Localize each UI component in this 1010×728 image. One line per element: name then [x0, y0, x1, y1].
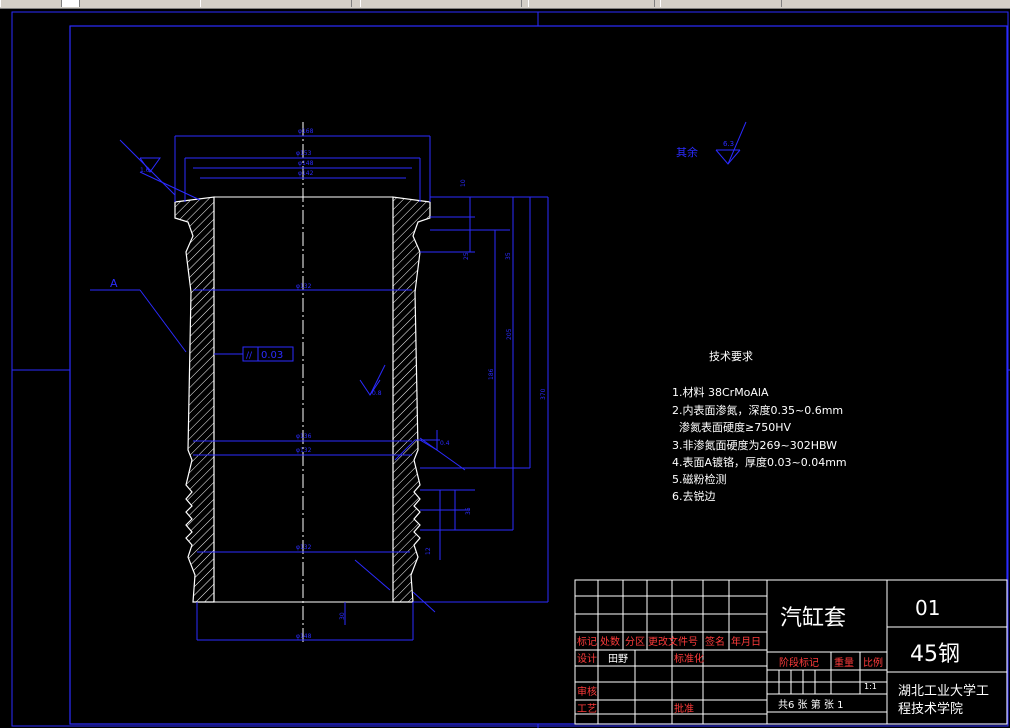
title-block-texts: 标记 处数 分区 更改文件号 签名 年月日 设计 田野 标准化 审核 工艺 批准… — [577, 596, 989, 717]
table-icon[interactable] — [62, 0, 80, 7]
svg-text:φ142: φ142 — [298, 170, 314, 177]
toolbar-tab[interactable] — [0, 0, 62, 7]
tech-req-title: 技术要求 — [709, 350, 753, 363]
outer-frame — [11, 11, 1009, 727]
rev-header-date: 年月日 — [731, 635, 761, 648]
rev-header-zone: 分区 — [625, 636, 645, 648]
svg-text:10: 10 — [460, 179, 467, 187]
svg-text:30: 30 — [339, 612, 346, 620]
tech-req-item: 2.内表面渗氮，深度0.35~0.6mm — [672, 403, 843, 417]
scale-label: 比例 — [863, 656, 883, 669]
svg-text:φ136: φ136 — [296, 433, 312, 440]
stage-label: 阶段标记 — [779, 656, 819, 669]
drawing-number: 01 — [915, 596, 940, 620]
roughness-rest-value: 6.3 — [723, 140, 734, 148]
institution-line1: 湖北工业大学工 — [898, 683, 989, 699]
review-label: 审核 — [577, 685, 597, 698]
svg-text:12: 12 — [425, 547, 432, 555]
roughness-flange-value: 0.4 — [440, 440, 450, 447]
part-name: 汽缸套 — [780, 606, 846, 631]
approve-label: 批准 — [674, 702, 694, 715]
tech-req-item: 3.非渗氮面硬度为269~302HBW — [672, 438, 837, 452]
cad-toolbar-strip — [0, 0, 1010, 9]
design-label: 设计 — [577, 652, 597, 665]
rev-header-mark: 标记 — [577, 636, 597, 648]
cad-drawing-canvas: φ168 φ153 φ148 φ142 φ132 φ136 φ132 φ132 … — [11, 11, 1010, 728]
tolerance-value: 0.03 — [261, 350, 283, 361]
svg-text:φ148: φ148 — [296, 633, 312, 640]
svg-text:35: 35 — [505, 252, 512, 260]
svg-text:186: 186 — [488, 368, 495, 380]
rev-header-doc: 更改文件号 — [648, 635, 698, 648]
roughness-rest-label: 其余 — [676, 145, 698, 159]
toolbar-tab[interactable] — [360, 0, 522, 7]
technical-requirements: 技术要求 1.材料 38CrMoAlA 2.内表面渗氮，深度0.35~0.6mm… — [672, 350, 847, 503]
material: 45钢 — [910, 642, 960, 667]
svg-text:φ168: φ168 — [298, 128, 314, 135]
tech-req-item: 1.材料 38CrMoAlA — [672, 385, 769, 399]
svg-text:φ132: φ132 — [296, 544, 312, 551]
title-block — [574, 579, 1008, 725]
tolerance-frame: // 0.03 — [214, 346, 294, 362]
tech-req-item: 渗氮表面硬度≥750HV — [672, 420, 791, 434]
tech-req-item: 4.表面A镀铬，厚度0.03~0.04mm — [672, 455, 847, 469]
svg-text:φ132: φ132 — [296, 283, 312, 290]
rev-header-sign: 签名 — [705, 635, 725, 648]
tolerance-symbol: // — [246, 351, 253, 361]
process-label: 工艺 — [577, 703, 597, 715]
roughness-bore-value: 0.8 — [372, 390, 382, 397]
svg-text:205: 205 — [506, 328, 513, 340]
dimension-lines — [90, 135, 549, 641]
roughness-top-value: 1.6 — [140, 167, 150, 174]
designer-name: 田野 — [608, 653, 628, 665]
toolbar-tab[interactable] — [200, 0, 352, 7]
svg-text:φ132: φ132 — [296, 447, 312, 454]
weight-label: 重量 — [834, 656, 854, 669]
cylinder-liner-section — [174, 122, 431, 645]
rev-header-count: 处数 — [600, 635, 620, 648]
svg-text:35: 35 — [465, 507, 472, 515]
institution-line2: 程技术学院 — [898, 701, 963, 717]
toolbar-tab[interactable] — [528, 0, 655, 7]
roughness-symbols — [139, 121, 747, 451]
svg-text:370: 370 — [540, 388, 547, 400]
scale-value: 1:1 — [864, 682, 877, 691]
toolbar-tab[interactable] — [660, 0, 782, 7]
svg-text:φ148: φ148 — [298, 160, 314, 167]
tech-req-item: 5.磁粉检测 — [672, 472, 727, 486]
tech-req-item: 6.去锐边 — [672, 489, 716, 503]
dimension-texts: φ168 φ153 φ148 φ142 φ132 φ136 φ132 φ132 … — [296, 128, 547, 640]
sheets-text: 共6 张 第 张 1 — [778, 698, 843, 711]
standardization-label: 标准化 — [674, 652, 704, 665]
svg-text:φ153: φ153 — [296, 150, 312, 157]
svg-text:25: 25 — [463, 252, 470, 260]
section-marker-a: A — [110, 277, 118, 290]
